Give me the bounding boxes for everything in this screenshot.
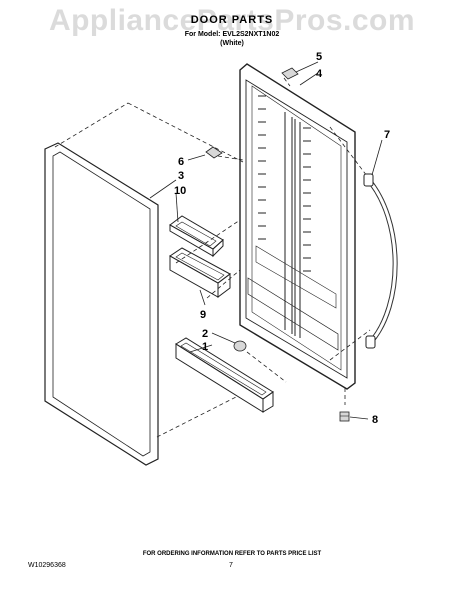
door-stop [205,146,223,159]
page-title: DOOR PARTS [190,14,274,26]
model-line: For Model: EVL2S2NXT1N02 [184,31,280,38]
callout-10: 10 [174,185,186,197]
bin-stop [233,340,247,352]
watermark: AppliancePartsPros.com [48,4,416,37]
door-handle [363,173,398,349]
callout-6: 6 [178,156,184,168]
bottom-shelf [175,337,274,413]
liner-notches-right [303,127,311,272]
ordering-note: FOR ORDERING INFORMATION REFER TO PARTS … [142,551,322,557]
lower-door-bin [169,247,231,298]
callout-7: 7 [384,129,390,141]
callout-5: 5 [316,51,322,63]
document-number: W10296368 [28,562,66,569]
callout-8: 8 [372,414,378,426]
top-clip [281,67,299,80]
callout-9: 9 [200,309,206,321]
callout-3: 3 [178,170,184,182]
callout-1: 1 [202,341,208,353]
callout-2: 2 [202,328,208,340]
page-number: 7 [229,562,233,569]
color-line: (White) [220,40,244,47]
callout-4: 4 [316,68,323,80]
hinge-screw [339,411,350,422]
door-gasket [44,142,159,466]
liner-notches-left [258,95,266,240]
door-liner [239,63,356,390]
